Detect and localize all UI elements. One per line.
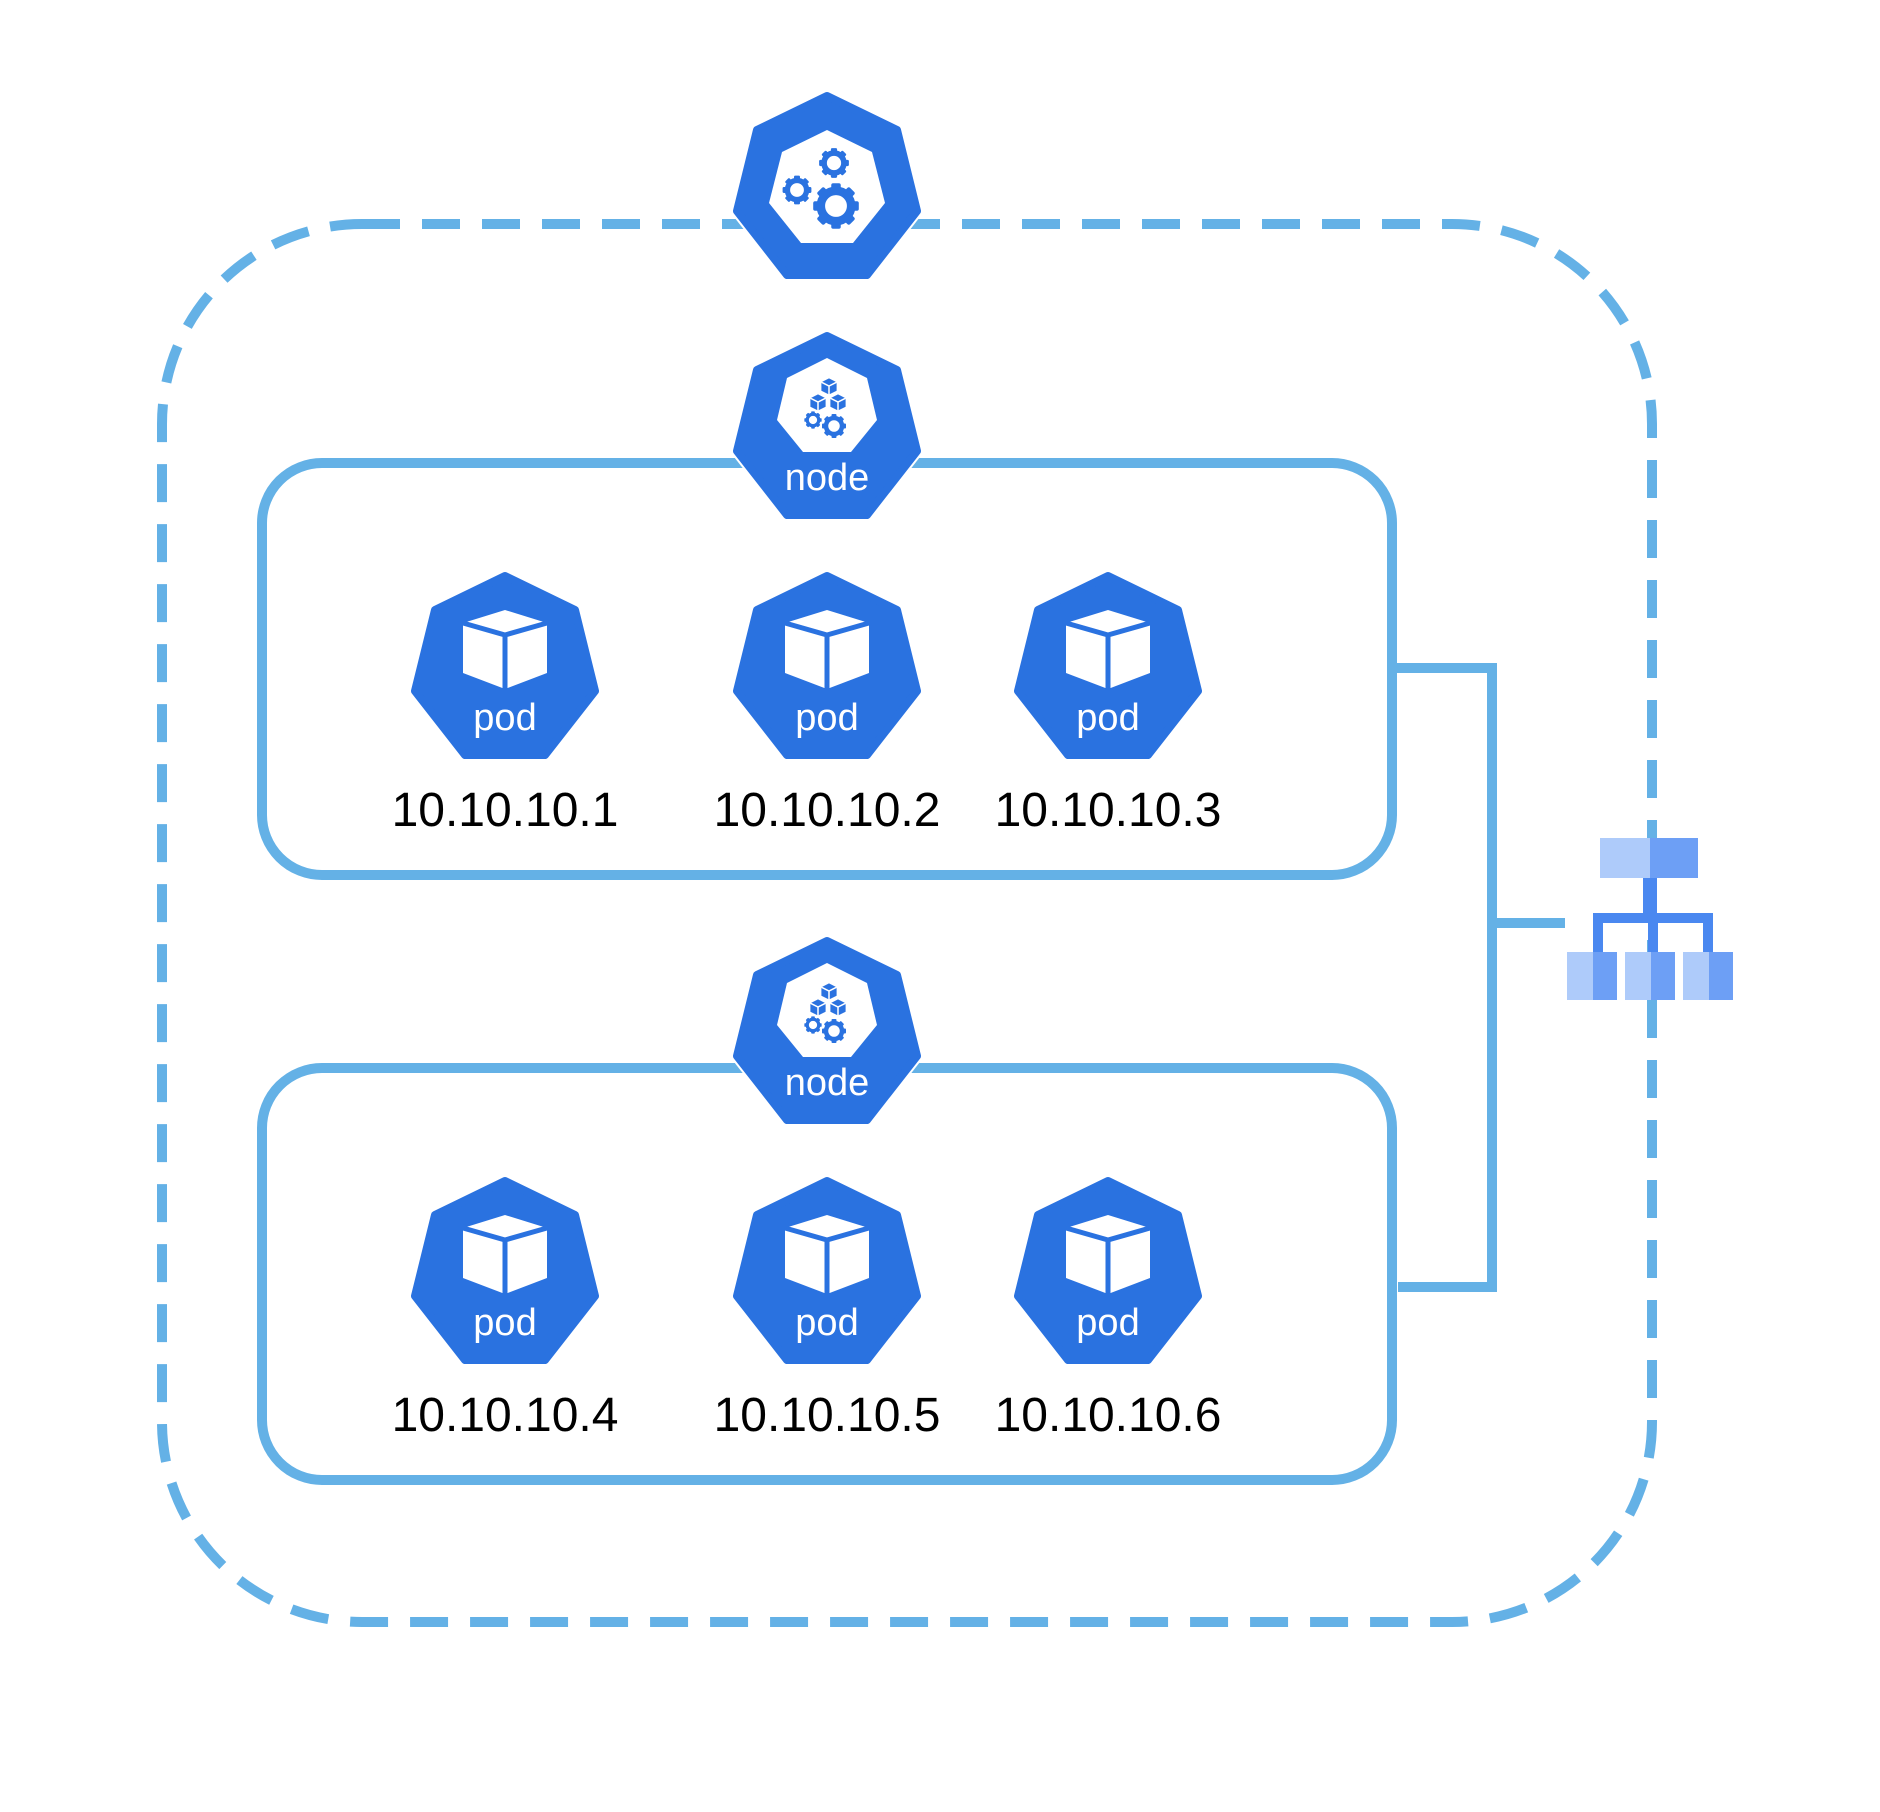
pod-ip-label: 10.10.10.2	[714, 784, 941, 837]
node-icon: node	[737, 336, 917, 515]
pod-icon: pod	[737, 576, 917, 755]
pod-icon: pod	[415, 576, 595, 755]
pod-label: pod	[795, 697, 858, 739]
pod-label: pod	[473, 1302, 536, 1344]
pod-icon: pod	[737, 1181, 917, 1360]
pod-label: pod	[795, 1302, 858, 1344]
cube-icon	[462, 1215, 548, 1294]
load-balancer-connectors	[1392, 663, 1565, 1292]
node-label: node	[785, 1062, 870, 1104]
pod-ip-label: 10.10.10.4	[392, 1389, 619, 1442]
control-plane-icon	[737, 96, 917, 275]
pod-label: pod	[1076, 697, 1139, 739]
cube-icon	[784, 1215, 870, 1294]
cube-icon	[784, 610, 870, 689]
pod-label: pod	[1076, 1302, 1139, 1344]
cube-icon	[1065, 610, 1151, 689]
pod-ip-label: 10.10.10.1	[392, 784, 619, 837]
pod-ip-label: 10.10.10.6	[995, 1389, 1222, 1442]
load-balancer-icon	[1567, 838, 1733, 1000]
cube-icon	[1065, 1215, 1151, 1294]
node-icon: node	[737, 941, 917, 1120]
node-label: node	[785, 457, 870, 499]
pod-ip-label: 10.10.10.5	[714, 1389, 941, 1442]
pod-icon: pod	[1018, 1181, 1198, 1360]
nodes-layer: node pod 10.10.10.1 pod 10.10.10.2 pod 10.10.1…	[392, 336, 1222, 1442]
pod-icon: pod	[1018, 576, 1198, 755]
cube-icon	[462, 610, 548, 689]
pod-ip-label: 10.10.10.3	[995, 784, 1222, 837]
pod-icon: pod	[415, 1181, 595, 1360]
pod-label: pod	[473, 697, 536, 739]
